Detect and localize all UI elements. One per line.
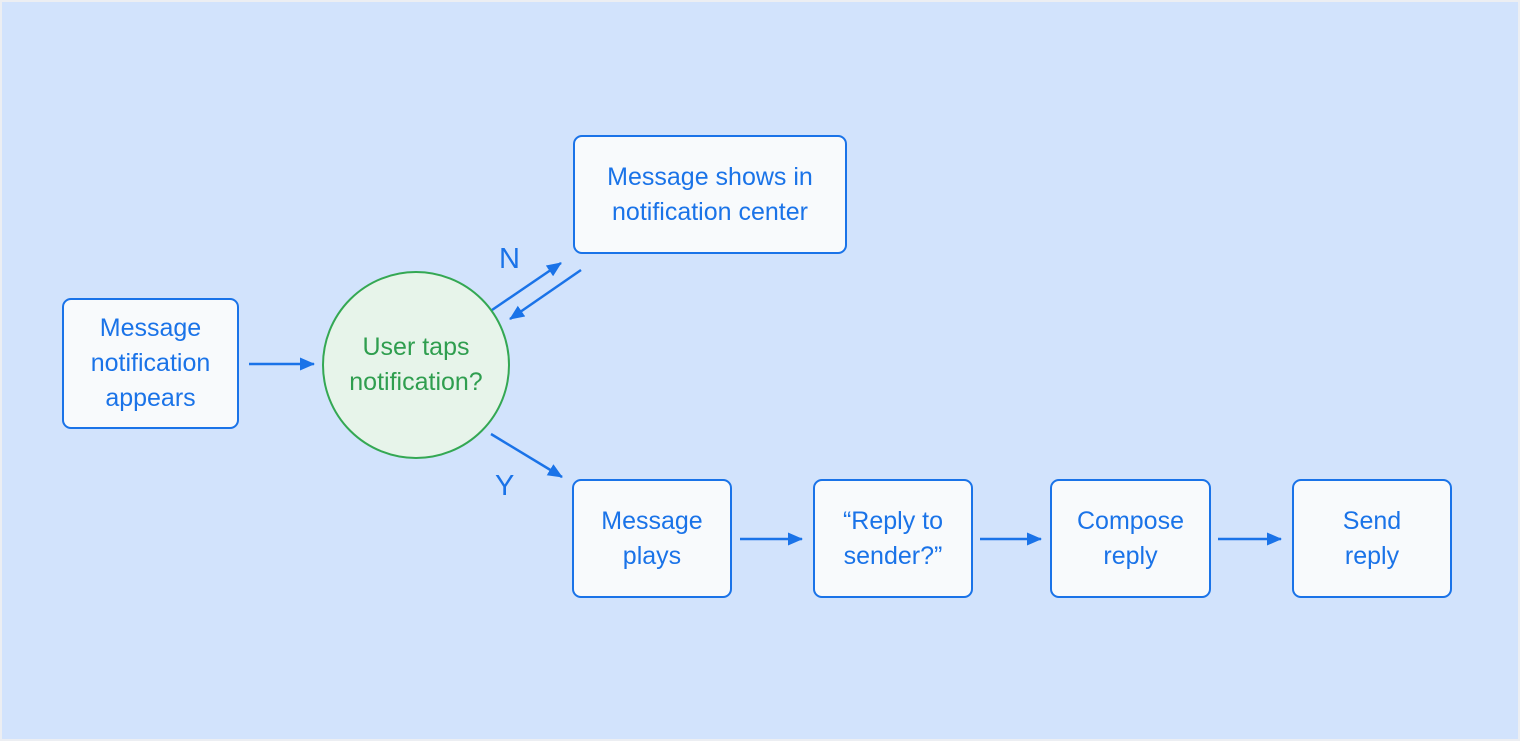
- node-message-plays: Message plays: [572, 479, 732, 598]
- edge-notification-center-to-decision: [509, 268, 582, 321]
- node-send-reply: Send reply: [1292, 479, 1452, 598]
- branch-label-no: N: [499, 243, 520, 275]
- node-compose-reply: Compose reply: [1050, 479, 1211, 598]
- branch-label-yes: Y: [495, 470, 515, 502]
- node-message-shows-in-notification-center: Message shows in notification center: [573, 135, 847, 254]
- node-user-taps-notification-decision: User taps notification?: [322, 271, 510, 459]
- node-message-notification-appears: Message notification appears: [62, 298, 239, 429]
- node-reply-to-sender-prompt: “Reply to sender?”: [813, 479, 973, 598]
